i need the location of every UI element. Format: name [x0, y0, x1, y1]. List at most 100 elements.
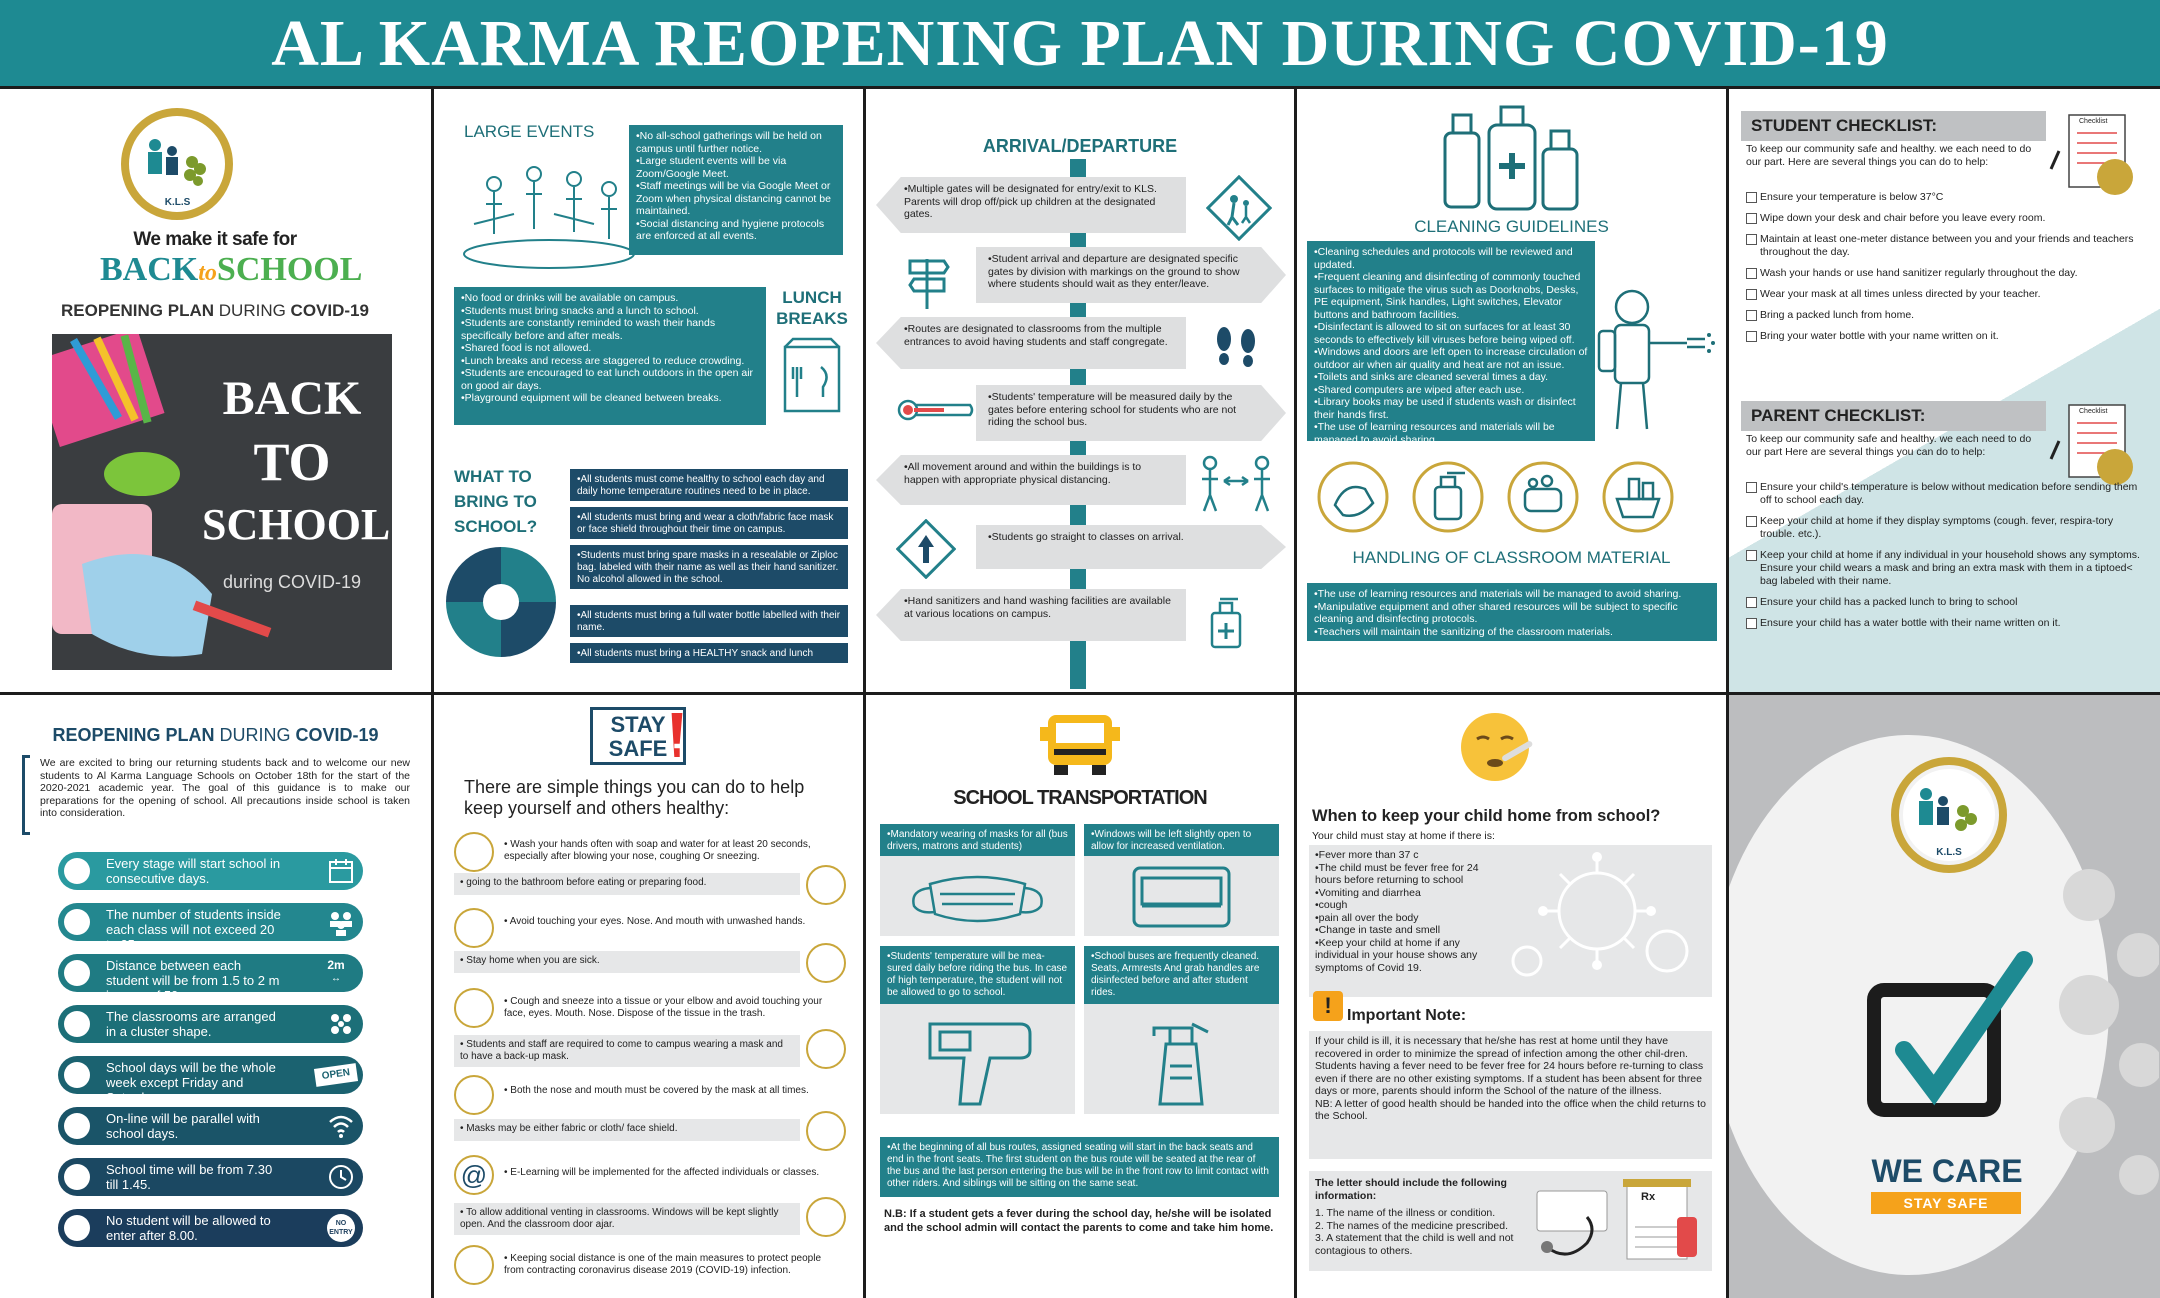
- decorative-grapes-icon: [2059, 869, 2159, 1195]
- thermometer-icon: [897, 399, 974, 421]
- checklist-item: Wear your mask at all times unless direc…: [1746, 288, 2141, 301]
- step-text: Every stage will start school in consecu…: [106, 856, 281, 886]
- heading-part: COVID-19: [295, 725, 379, 745]
- medical-illustration-icon: [1536, 1179, 1697, 1260]
- safe-word: SAFE: [608, 736, 668, 761]
- clipboard-label: Checklist: [2079, 408, 2108, 415]
- step-text: School days will be the whole week excep…: [106, 1060, 276, 1105]
- back-word: BACK: [100, 251, 199, 288]
- transport-illustration: [880, 856, 1075, 936]
- sign-right: •Students go straight to classes on arri…: [976, 525, 1286, 569]
- letter-title: The letter should include the following …: [1315, 1177, 1507, 1202]
- step-item: No student will be allowed to enter afte…: [58, 1209, 363, 1247]
- checklist-item: Bring your water bottle with your name w…: [1746, 330, 2141, 343]
- grid-line: [0, 692, 2160, 695]
- checklist-item: Wash your hands or use hand sanitizer re…: [1746, 267, 2141, 280]
- heading-part: DURING: [214, 725, 296, 745]
- step-item: On-line will be parallel with school day…: [58, 1107, 363, 1145]
- large-events-text: •No all-school gatherings will be held o…: [629, 125, 843, 255]
- step-item: Every stage will start school in consecu…: [58, 852, 363, 890]
- panel-cleaning: CLEANING GUIDELINES •Cleaning schedules …: [1297, 89, 1726, 692]
- bus-window-icon: [1132, 866, 1231, 928]
- checklist-item: Bring a packed lunch from home.: [1746, 309, 2141, 322]
- masked-person-icon: [454, 1075, 494, 1115]
- note-text: If your child is ill, it is necessary th…: [1309, 1031, 1712, 1159]
- lunch-text: •No food or drinks will be available on …: [454, 287, 766, 425]
- chalkboard-poster: BACK TO SCHOOL during COVID-19: [52, 334, 392, 670]
- tip: • Stay home when you are sick.: [454, 951, 800, 973]
- checklist-item: Keep your child at home if any individua…: [1746, 549, 2141, 588]
- classroom-material-icons: [1317, 461, 1674, 533]
- step-bullet: [64, 909, 90, 935]
- step-text: The classrooms are arranged in a cluster…: [106, 1009, 276, 1039]
- step-bullet: [64, 858, 90, 884]
- poster-back: BACK: [222, 372, 362, 425]
- step-bullet: [64, 1062, 90, 1088]
- bring-title: WHAT TO BRING TO SCHOOL?: [454, 464, 564, 539]
- tip: • going to the bathroom before eating or…: [454, 873, 800, 895]
- no-entry-label: ENTRY: [329, 1229, 353, 1236]
- heading-part: REOPENING PLAN: [52, 725, 215, 745]
- checklist-item: Ensure your child's temperature is below…: [1746, 481, 2141, 507]
- open-sign-icon: OPEN: [313, 1063, 359, 1087]
- tip: • To allow additional venting in classro…: [454, 1203, 800, 1235]
- reopening-heading: REOPENING PLAN DURING COVID-19: [0, 725, 431, 746]
- sick-face-emoji-icon: [1461, 713, 1533, 781]
- step-item: School time will be from 7.30 till 1.45.: [58, 1158, 363, 1196]
- cough-icon: [454, 988, 494, 1028]
- school-word: SCHOOL: [216, 251, 363, 288]
- stay-word: STAY: [610, 712, 666, 737]
- intro-bracket: [22, 755, 30, 835]
- large-events-title: LARGE EVENTS: [464, 122, 595, 141]
- thermometer-gun-icon: [928, 1022, 1032, 1106]
- logo-initials: K.L.S: [1936, 847, 1962, 858]
- checklist-item: Maintain at least one-meter distance bet…: [1746, 233, 2141, 259]
- tip: • Avoid touching your eyes. Nose. And mo…: [498, 912, 844, 934]
- transport-illustration: [880, 1004, 1075, 1114]
- lunch-title-line: BREAKS: [776, 309, 848, 328]
- poster-during: during COVID-19: [222, 572, 362, 592]
- panel-reopening-plan: REOPENING PLAN DURING COVID-19 We are ex…: [0, 695, 431, 1298]
- parent-checklist-header: PARENT CHECKLIST:: [1741, 401, 2046, 431]
- sign-left: •Multiple gates will be designated for e…: [876, 177, 1186, 233]
- checklist-item: Ensure your child has a water bottle wit…: [1746, 617, 2141, 630]
- rx-label: Rx: [1641, 1191, 1656, 1203]
- tip: • Keeping social distance is one of the …: [498, 1249, 844, 1283]
- checklist-item: Wipe down your desk and chair before you…: [1746, 212, 2141, 225]
- distance-arrow: ↔: [331, 973, 341, 984]
- transport-cell: •Mandatory wearing of masks for all (bus…: [880, 824, 1075, 856]
- mask-icon: [806, 1029, 846, 1069]
- keep-home-title: When to keep your child home from school…: [1312, 807, 1661, 825]
- school-bus-icon: [1040, 715, 1120, 775]
- direction-post-icon: [908, 259, 950, 309]
- panel-keep-home: When to keep your child home from school…: [1297, 695, 1726, 1298]
- step-text: School time will be from 7.30 till 1.45.: [106, 1162, 273, 1192]
- step-bullet: [64, 960, 90, 986]
- symptoms-box: [1309, 845, 1712, 997]
- supplies-circle-icon: [446, 547, 556, 657]
- email-at-icon: @: [454, 1155, 494, 1195]
- arrival-title: ARRIVAL/DEPARTURE: [982, 136, 1178, 156]
- virus-icon: [1511, 852, 1689, 977]
- clipboard-icon: [2049, 404, 2133, 485]
- cleaning-text: •Cleaning schedules and protocols will b…: [1307, 241, 1595, 446]
- grid-line: [0, 86, 2160, 89]
- cluster-icon: [331, 1014, 351, 1034]
- panel-events-lunch: LARGE EVENTS •No all-school gatherings w…: [434, 89, 863, 692]
- step-item: The number of students inside each class…: [58, 903, 363, 952]
- sanitizer-bottle-icon: [1210, 597, 1242, 649]
- tip: • Wash your hands often with soap and wa…: [498, 835, 844, 869]
- panel-checklists: STUDENT CHECKLIST: To keep our community…: [1729, 89, 2160, 692]
- step-text: No student will be allowed to enter afte…: [106, 1213, 271, 1243]
- panel-back-to-school: K.L.S We make it safe for BACKtoSCHOOL R…: [0, 89, 431, 692]
- parent-checklist: Ensure your child's temperature is below…: [1746, 481, 2141, 638]
- heading-part: DURING: [214, 301, 291, 320]
- student-checklist-intro: To keep our community safe and healthy. …: [1746, 143, 2032, 168]
- check-mark-icon: [1867, 951, 2033, 1117]
- student-checklist: Ensure your temperature is below 37°C Wi…: [1746, 191, 2141, 351]
- lunch-bag-icon: [783, 337, 841, 413]
- tip: • Cough and sneeze into a tissue or your…: [498, 992, 844, 1026]
